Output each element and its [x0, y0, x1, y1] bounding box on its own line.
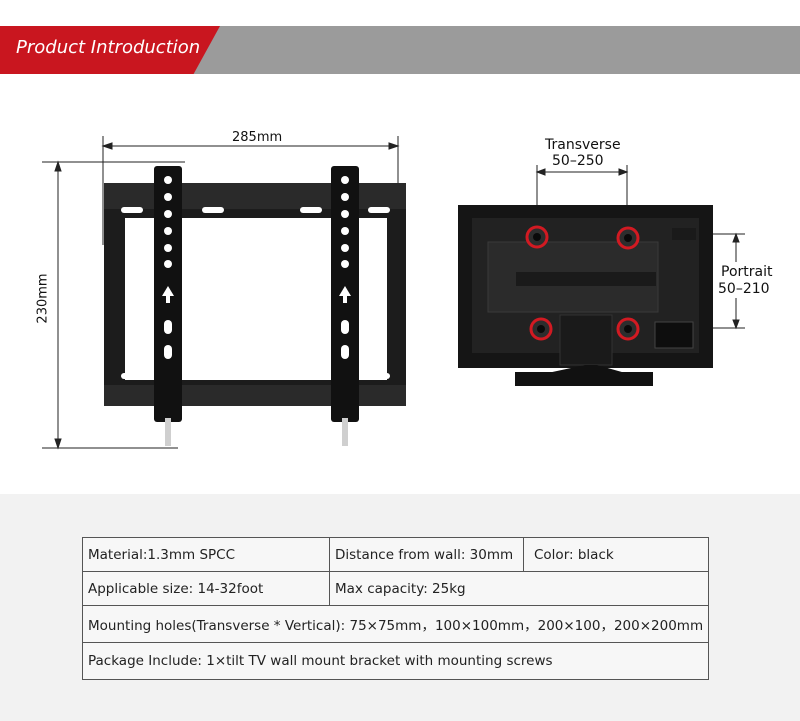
- section-title: Product Introduction: [16, 37, 201, 58]
- header-tag: [0, 26, 220, 74]
- bracket-diagram: [42, 136, 745, 450]
- table-row: Package Include: 1×tilt TV wall mount br…: [81, 642, 710, 680]
- spec-table: Material:1.3mm SPCC Distance from wall: …: [81, 537, 710, 680]
- bracket-width-label: 285mm: [232, 130, 283, 145]
- spec-distance: Distance from wall: 30mm: [329, 537, 524, 572]
- spec-size: Applicable size: 14-32foot: [82, 571, 330, 606]
- spec-package: Package Include: 1×tilt TV wall mount br…: [81, 642, 710, 680]
- tv-back-diagram: [458, 165, 745, 386]
- spec-color: Color: black: [522, 537, 710, 572]
- transverse-range: 50–250: [552, 153, 604, 169]
- portrait-label: Portrait: [721, 264, 773, 280]
- bracket-frame: [104, 183, 406, 406]
- table-row: Applicable size: 14-32foot Max capacity:…: [82, 571, 710, 606]
- portrait-range: 50–210: [718, 281, 770, 297]
- bracket-arm-right: [331, 166, 359, 446]
- bracket-height-label: 230mm: [35, 273, 51, 324]
- table-row: Mounting holes(Transverse * Vertical): 7…: [81, 605, 710, 643]
- spec-holes: Mounting holes(Transverse * Vertical): 7…: [81, 605, 710, 643]
- transverse-label: Transverse: [545, 137, 621, 153]
- spec-capacity: Max capacity: 25kg: [328, 571, 710, 606]
- spec-material: Material:1.3mm SPCC: [82, 537, 330, 572]
- bracket-arm-left: [154, 166, 182, 446]
- table-row: Material:1.3mm SPCC Distance from wall: …: [82, 537, 710, 572]
